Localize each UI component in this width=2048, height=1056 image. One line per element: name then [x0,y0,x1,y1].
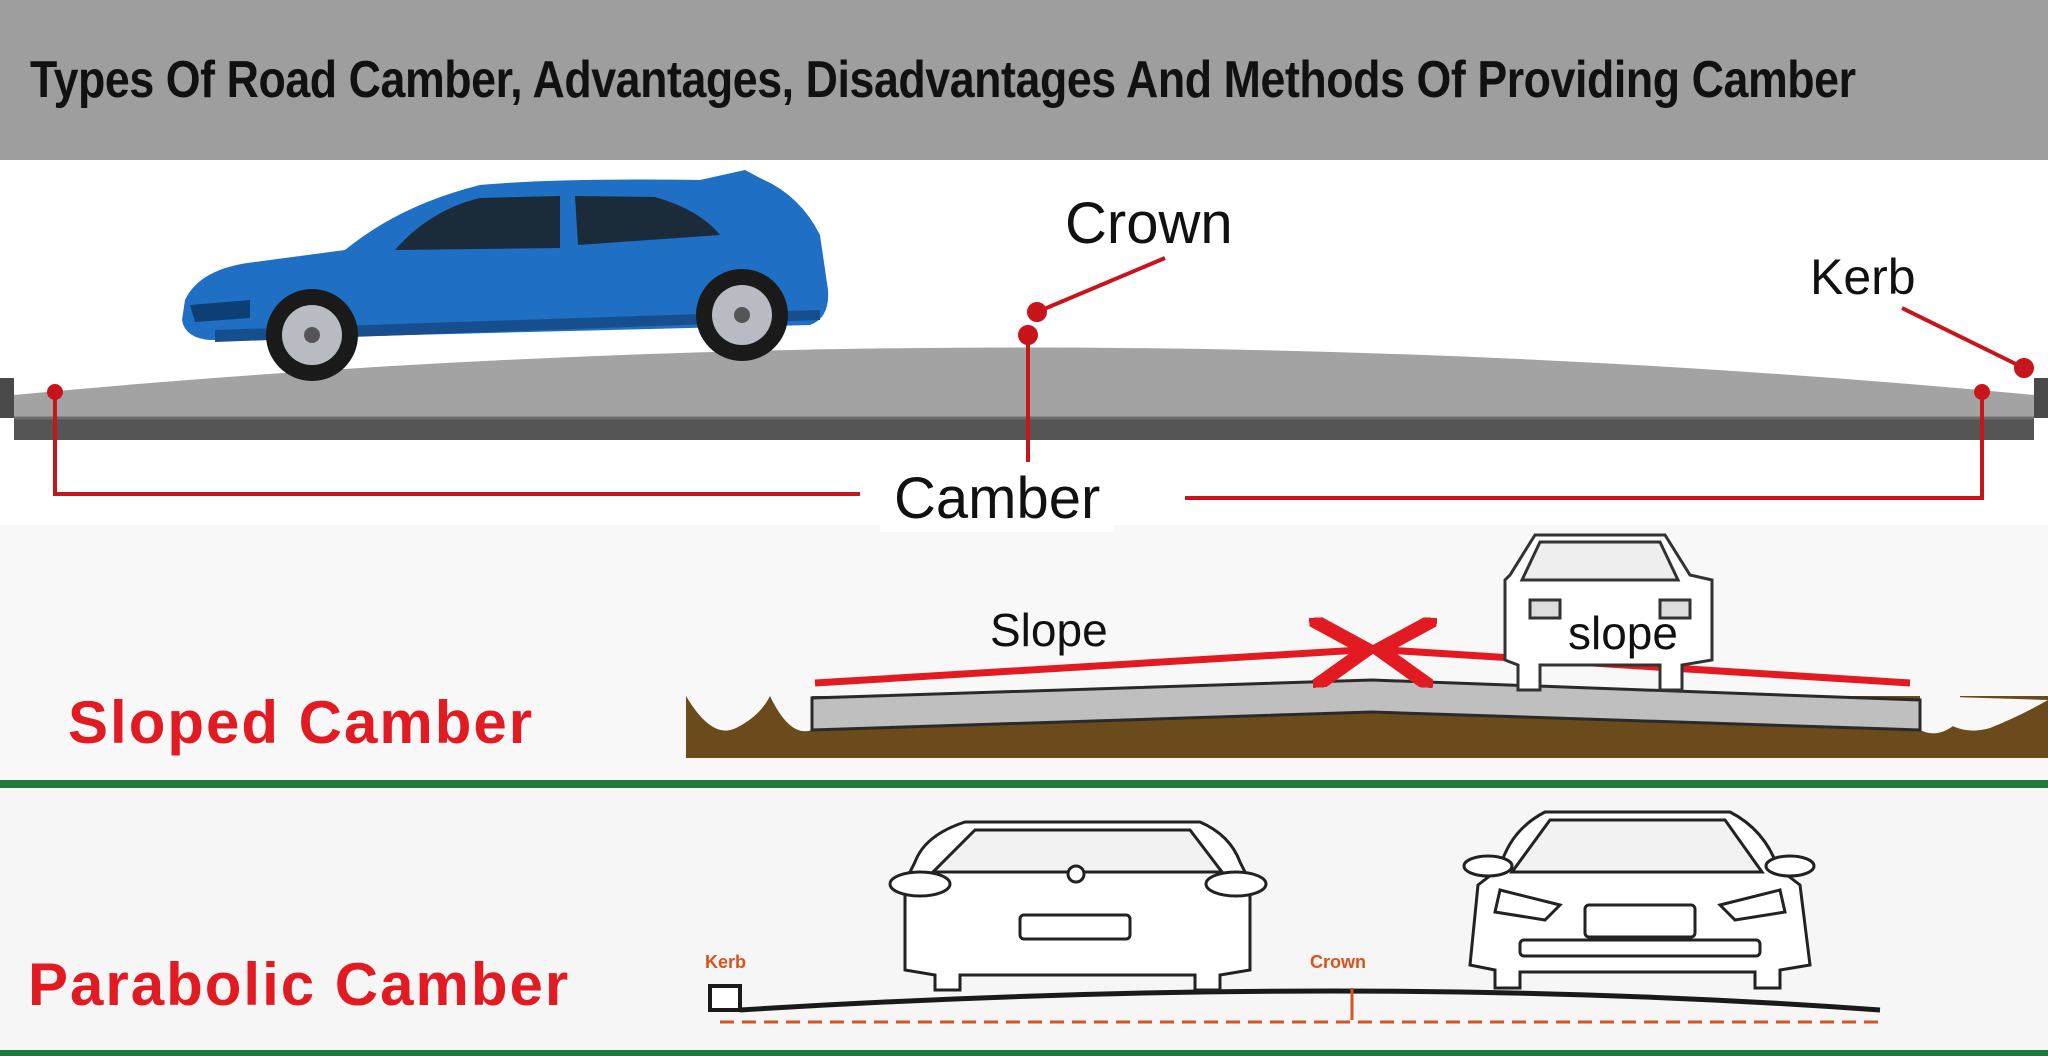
left-kerb [0,378,14,418]
parabolic-kerb [708,984,742,1012]
sloped-pavement [810,678,1922,732]
parabolic-crown-label: Crown [1310,952,1366,972]
right-kerb [2034,378,2048,418]
section-divider [0,780,2048,788]
sloped-camber-heading: Sloped Camber [68,689,535,756]
bottom-border [0,1050,2048,1056]
sloped-road-section [686,678,2048,758]
camber-label: Camber [880,465,1115,532]
parabolic-road-section [708,984,1881,1024]
camber-right-end [1974,384,1990,400]
page-title: Types Of Road Camber, Advantages, Disadv… [30,51,1856,109]
parabolic-surface [739,988,1881,1013]
blue-car-image [182,170,829,381]
outline-car-rear-small [1503,533,1714,692]
camber-left-end [47,384,63,400]
slope-right-label: slope [1568,607,1678,659]
road-surface [14,347,2034,418]
crown-leader [1018,256,1166,462]
slope-left-label: Slope [990,604,1108,656]
kerb-label: Kerb [1810,249,1916,305]
parabolic-kerb-label: Kerb [705,952,747,972]
title-banner [0,0,2048,160]
outline-car-front-large [1462,810,1816,990]
road-base [14,418,2034,440]
top-road-section [0,347,2048,440]
kerb-leader [1901,306,2034,378]
camber-dimension-line [53,392,1984,500]
parabolic-camber-heading: Parabolic Camber [28,951,571,1018]
outline-car-rear-large [888,820,1268,992]
crown-label: Crown [1065,191,1233,256]
slope-arrows [814,650,1911,683]
